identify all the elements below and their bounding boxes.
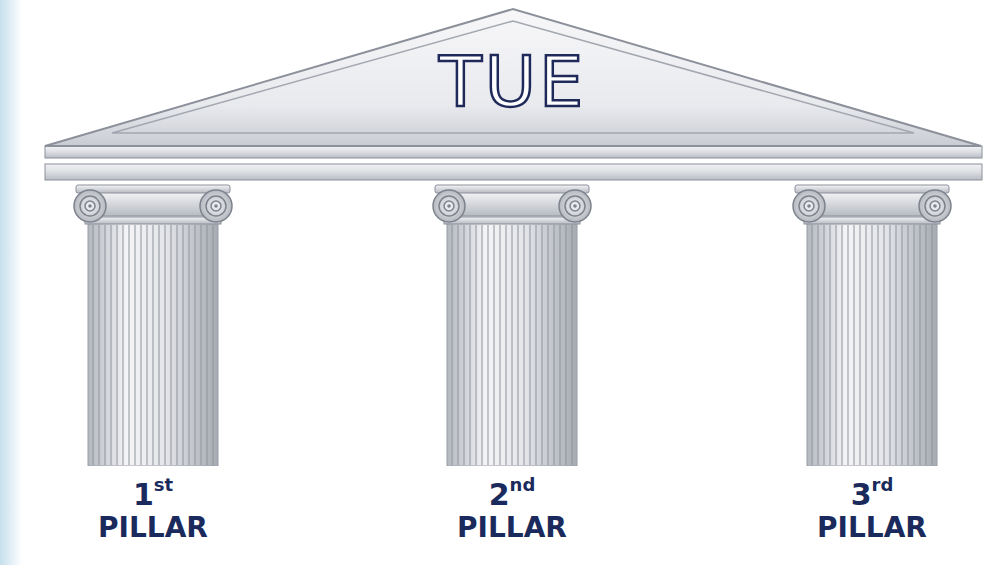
cornice-band (45, 146, 982, 158)
architrave-band (45, 164, 982, 180)
pillar-number: 3rd (782, 476, 962, 510)
ordinal-suffix: st (154, 474, 173, 495)
pillar-label: PILLAR (422, 514, 602, 542)
pediment-title: TUE (439, 47, 586, 117)
pediment: TUE (40, 6, 986, 152)
ordinal-suffix: rd (872, 474, 894, 495)
ordinal-suffix: nd (510, 474, 536, 495)
ionic-column (787, 184, 957, 466)
ionic-column (68, 184, 238, 466)
ionic-column (427, 184, 597, 466)
pillar-number: 1st (63, 476, 243, 510)
pillar: 2ndPILLAR (422, 184, 602, 552)
pillar: 1stPILLAR (63, 184, 243, 552)
pillar-label: PILLAR (63, 514, 243, 542)
pillar-number: 2nd (422, 476, 602, 510)
pillar-label: PILLAR (782, 514, 962, 542)
slide-edge (0, 0, 22, 565)
pillar: 3rdPILLAR (782, 184, 962, 552)
